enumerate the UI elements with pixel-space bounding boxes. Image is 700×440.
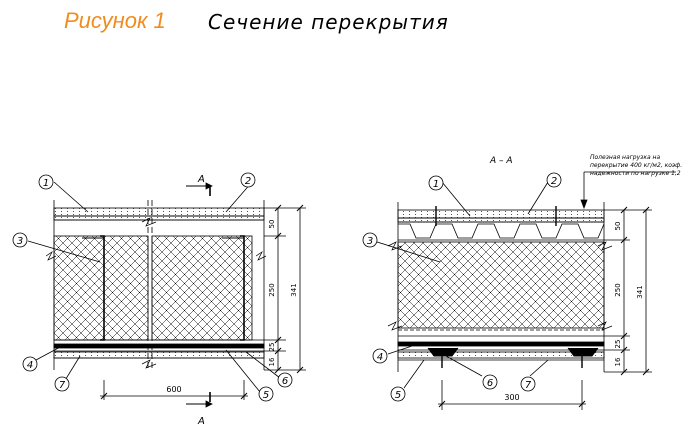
dim-top-layer: 50 xyxy=(268,220,276,229)
callout-7: 7 xyxy=(54,376,70,392)
svg-text:7: 7 xyxy=(525,380,532,391)
right-callouts: 1 2 3 4 5 6 7 xyxy=(362,172,562,402)
svg-text:6: 6 xyxy=(487,378,493,389)
dim-total: 341 xyxy=(290,283,298,296)
load-note: Полезная нагрузка на перекрытие 400 кг/м… xyxy=(590,154,684,177)
dim-bottom-extra: 16 xyxy=(614,357,622,366)
svg-text:2: 2 xyxy=(551,176,557,187)
callout-5: 5 xyxy=(258,386,274,402)
svg-text:1: 1 xyxy=(433,179,439,190)
cut-marker-bottom-label: А xyxy=(197,416,205,427)
callout-7: 7 xyxy=(520,376,536,392)
dim-span: 600 xyxy=(166,385,181,394)
dim-insulation: 250 xyxy=(268,283,276,296)
callout-4: 4 xyxy=(372,348,388,364)
svg-text:3: 3 xyxy=(17,236,23,247)
svg-text:1: 1 xyxy=(43,178,49,189)
callout-2: 2 xyxy=(546,172,562,188)
left-section xyxy=(27,181,306,408)
callout-1: 1 xyxy=(428,175,444,191)
callout-4: 4 xyxy=(22,356,38,372)
left-callouts: 1 2 3 4 5 6 7 xyxy=(12,172,293,402)
section-label: А – А xyxy=(489,156,513,166)
dim-span: 300 xyxy=(504,393,519,402)
callout-3: 3 xyxy=(362,232,378,248)
dim-bottom-layer: 25 xyxy=(268,343,276,352)
cut-marker-top-label: А xyxy=(197,174,205,185)
dim-total: 341 xyxy=(636,285,644,298)
callout-6: 6 xyxy=(482,374,498,390)
figure-label: Рисунок 1 xyxy=(64,8,166,33)
dim-top-layer: 50 xyxy=(614,222,622,231)
svg-text:5: 5 xyxy=(263,390,269,401)
svg-text:7: 7 xyxy=(59,380,66,391)
callout-1: 1 xyxy=(38,174,54,190)
figure-title: Сечение перекрытия xyxy=(208,10,449,34)
callout-6: 6 xyxy=(277,372,293,388)
dim-bottom-extra: 16 xyxy=(268,357,276,366)
dim-bottom-layer: 25 xyxy=(614,340,622,349)
svg-text:3: 3 xyxy=(367,236,373,247)
svg-text:2: 2 xyxy=(245,176,251,187)
right-section xyxy=(373,171,676,410)
callout-3: 3 xyxy=(12,232,28,248)
svg-text:5: 5 xyxy=(395,390,401,401)
svg-text:4: 4 xyxy=(27,360,33,371)
svg-text:4: 4 xyxy=(377,352,383,363)
dim-insulation: 250 xyxy=(614,283,622,296)
svg-text:6: 6 xyxy=(282,376,288,387)
callout-5: 5 xyxy=(390,386,406,402)
callout-2: 2 xyxy=(240,172,256,188)
